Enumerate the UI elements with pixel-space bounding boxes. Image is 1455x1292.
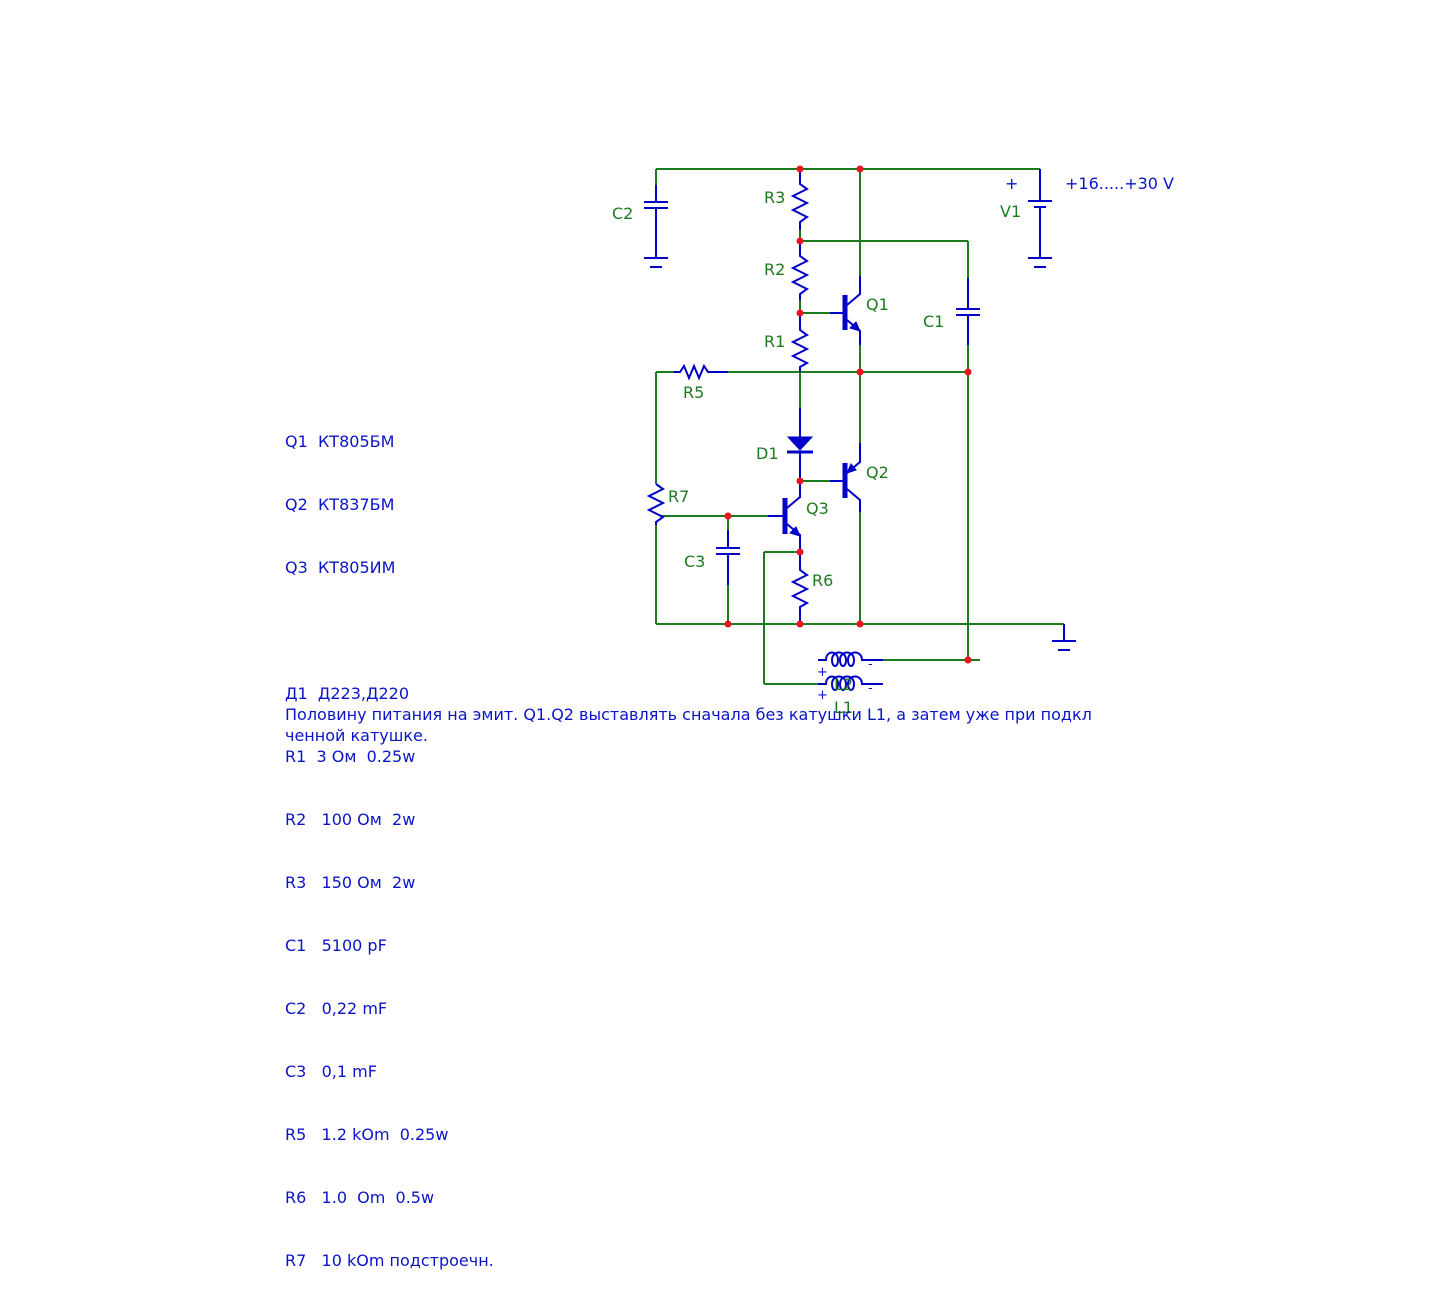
label-v1-plus: + bbox=[1005, 174, 1018, 193]
label-r5: R5 bbox=[683, 383, 704, 402]
inductor-l1 bbox=[818, 651, 883, 667]
node-dot bbox=[724, 620, 732, 628]
label-v1: V1 bbox=[1000, 202, 1021, 221]
l2-plus-mark: + bbox=[817, 688, 828, 703]
parts-list-spacer bbox=[285, 620, 494, 641]
capacitor-c1 bbox=[956, 278, 980, 345]
label-q2: Q2 bbox=[866, 463, 889, 482]
node-dot bbox=[856, 368, 864, 376]
note-line-2: ченной катушке. bbox=[285, 726, 428, 745]
ground-icon bbox=[1052, 624, 1076, 651]
label-c2: C2 bbox=[612, 204, 633, 223]
parts-list-item: R3 150 Ом 2w bbox=[285, 873, 416, 892]
inductor-l2 bbox=[818, 675, 883, 691]
node-dot bbox=[796, 237, 804, 245]
resistor-r5 bbox=[674, 363, 728, 381]
parts-list-item: R2 100 Ом 2w bbox=[285, 810, 416, 829]
parts-list-item: Q3 КТ805ИМ bbox=[285, 558, 396, 577]
adjustment-note: Половину питания на эмит. Q1.Q2 выставля… bbox=[285, 704, 1185, 746]
parts-list-item: Д1 Д223,Д220 bbox=[285, 684, 410, 703]
node-dot bbox=[964, 368, 972, 376]
parts-list-item: R5 1.2 kOm 0.25w bbox=[285, 1125, 449, 1144]
l1-minus-mark: - bbox=[868, 657, 873, 672]
node-dot bbox=[796, 477, 804, 485]
supply-voltage-text: +16.....+30 V bbox=[1065, 174, 1174, 193]
label-q3: Q3 bbox=[806, 499, 829, 518]
battery-v1 bbox=[1028, 169, 1052, 268]
node-dot bbox=[796, 309, 804, 317]
node-dot bbox=[856, 165, 864, 173]
label-r7: R7 bbox=[668, 487, 689, 506]
parts-list-item: Q2 КТ837БМ bbox=[285, 495, 395, 514]
circuit-schematic: + - + - C2 R3 R2 R1 Q1 C1 R5 D1 Q2 R7 bbox=[612, 165, 1174, 717]
label-l1: L1 bbox=[834, 698, 853, 717]
node-dot bbox=[796, 548, 804, 556]
parts-list: Q1 КТ805БМ Q2 КТ837БМ Q3 КТ805ИМ Д1 Д223… bbox=[285, 389, 494, 1292]
l2-minus-mark: - bbox=[868, 681, 873, 696]
label-r3: R3 bbox=[764, 188, 785, 207]
wires bbox=[655, 168, 1065, 685]
label-q1: Q1 bbox=[866, 295, 889, 314]
parts-list-item: Q1 КТ805БМ bbox=[285, 432, 395, 451]
resistor-r2 bbox=[790, 241, 810, 300]
resistor-r3 bbox=[790, 169, 810, 230]
parts-list-item: C2 0,22 mF bbox=[285, 999, 388, 1018]
resistor-r6 bbox=[790, 552, 810, 624]
capacitor-c3 bbox=[716, 530, 740, 585]
node-dot bbox=[796, 620, 804, 628]
resistor-r1 bbox=[790, 313, 810, 372]
transistor-q1 bbox=[830, 276, 861, 345]
parts-list-item: R1 3 Ом 0.25w bbox=[285, 747, 416, 766]
label-r2: R2 bbox=[764, 260, 785, 279]
transistor-q2 bbox=[830, 443, 861, 512]
node-dot bbox=[964, 656, 972, 664]
node-dot bbox=[856, 620, 864, 628]
note-line-1: Половину питания на эмит. Q1.Q2 выставля… bbox=[285, 705, 1092, 724]
parts-list-item: C1 5100 pF bbox=[285, 936, 387, 955]
transistor-q3 bbox=[768, 481, 801, 552]
label-c1: C1 bbox=[923, 312, 944, 331]
node-dot bbox=[724, 512, 732, 520]
coil-polarity-marks: + - + - bbox=[817, 657, 873, 703]
node-dot bbox=[796, 165, 804, 173]
label-l2: L2 bbox=[834, 675, 853, 694]
l1-plus-mark: + bbox=[817, 665, 828, 680]
label-c3: C3 bbox=[684, 552, 705, 571]
junction-nodes bbox=[724, 165, 972, 664]
label-r6: R6 bbox=[812, 571, 833, 590]
parts-list-item: C3 0,1 mF bbox=[285, 1062, 377, 1081]
component-labels: C2 R3 R2 R1 Q1 C1 R5 D1 Q2 R7 Q3 C3 R6 L… bbox=[612, 174, 1174, 717]
label-d1: D1 bbox=[756, 444, 779, 463]
label-r1: R1 bbox=[764, 332, 785, 351]
parts-list-item: R6 1.0 Om 0.5w bbox=[285, 1188, 435, 1207]
parts-list-item: R7 10 kOm подстроечн. bbox=[285, 1251, 494, 1270]
resistor-r7 bbox=[646, 483, 666, 525]
capacitor-c2 bbox=[644, 185, 668, 268]
